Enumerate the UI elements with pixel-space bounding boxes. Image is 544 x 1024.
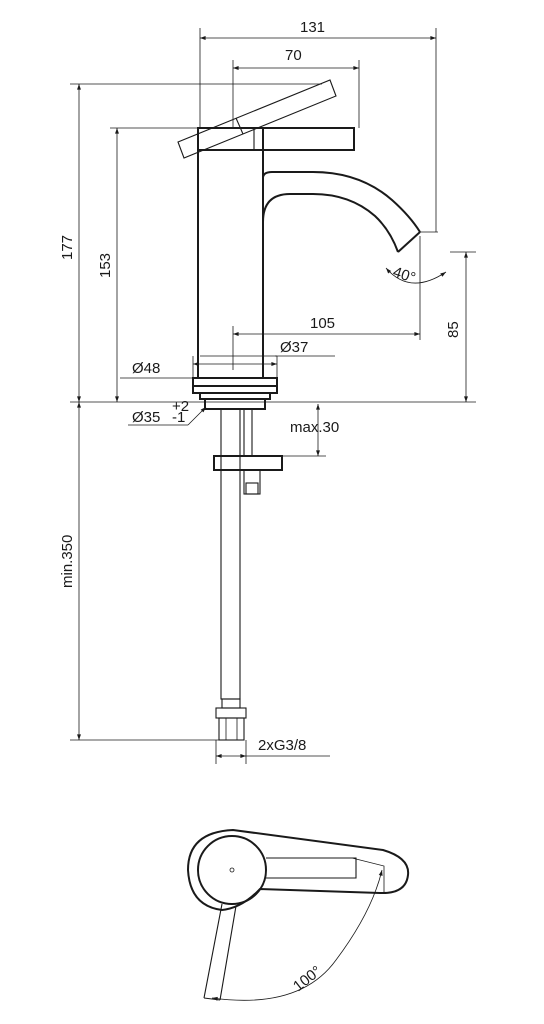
mounting-base xyxy=(192,377,278,410)
dim-label-max30: max.30 xyxy=(290,419,339,436)
dim-label-tol-plus: +2 xyxy=(172,398,189,415)
dim-reach-105: 105 xyxy=(232,236,421,370)
dim-label-d48: Ø48 xyxy=(132,360,160,377)
dim-thread: 2xG3/8 xyxy=(215,737,330,764)
top-view: 100° xyxy=(186,828,410,1001)
dim-label-153: 153 xyxy=(97,253,114,278)
dim-diameter-48: Ø48 xyxy=(120,356,278,380)
dim-label-tol-minus: -1 xyxy=(172,409,185,426)
dim-diameter-35: Ø35 +2 -1 xyxy=(128,398,207,426)
dim-label-d37: Ø37 xyxy=(280,339,308,356)
dim-label-thread: 2xG3/8 xyxy=(258,737,306,754)
dim-label-d35: Ø35 xyxy=(132,409,160,426)
supply-hose xyxy=(213,408,283,741)
dim-label-min350: min.350 xyxy=(59,535,76,588)
dim-label-131: 131 xyxy=(300,19,325,36)
dim-label-105: 105 xyxy=(310,315,335,332)
dim-width-70: 70 xyxy=(232,47,360,128)
dim-min-350: min.350 xyxy=(59,401,219,741)
dim-angle-40: 40° xyxy=(385,264,447,287)
dim-label-40deg: 40° xyxy=(391,264,418,287)
faucet-body xyxy=(177,79,438,379)
dim-label-85: 85 xyxy=(445,321,462,338)
dim-max-30: max.30 xyxy=(282,403,339,457)
dim-label-70: 70 xyxy=(285,47,302,64)
dim-label-177: 177 xyxy=(59,235,76,260)
dim-width-131: 131 xyxy=(199,19,437,232)
dim-label-100deg: 100° xyxy=(290,963,325,996)
dim-height-153: 153 xyxy=(97,127,198,403)
dim-height-85: 85 xyxy=(320,251,476,403)
dim-diameter-37: Ø37 xyxy=(200,339,335,357)
dim-height-177: 177 xyxy=(59,83,322,403)
